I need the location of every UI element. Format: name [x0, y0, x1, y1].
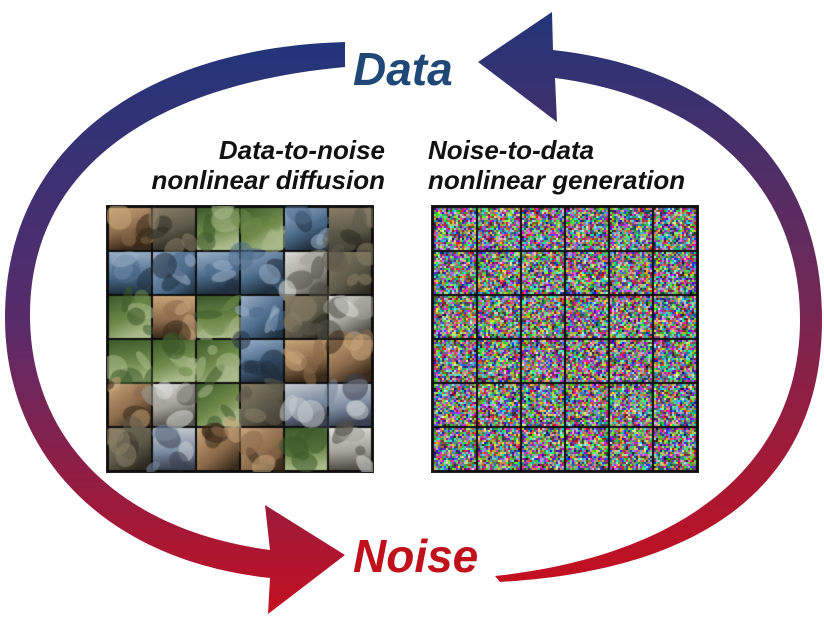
noise-to-data-arrow	[478, 12, 822, 582]
sample-images-canvas	[107, 206, 373, 472]
caption-line: Data-to-noise	[218, 135, 385, 165]
noise-label: Noise	[353, 530, 479, 582]
data-image-grid	[106, 205, 374, 473]
caption-line: Noise-to-data	[428, 135, 595, 165]
noise-samples-canvas	[432, 206, 698, 472]
caption-line: nonlinear generation	[428, 165, 686, 195]
data-to-noise-caption: Data-to-noise nonlinear diffusion	[100, 135, 385, 195]
noise-to-data-caption: Noise-to-data nonlinear generation	[428, 135, 685, 195]
caption-line: nonlinear diffusion	[151, 165, 385, 195]
data-label: Data	[353, 43, 453, 95]
data-to-noise-arrow	[5, 42, 345, 614]
noise-image-grid	[431, 205, 699, 473]
